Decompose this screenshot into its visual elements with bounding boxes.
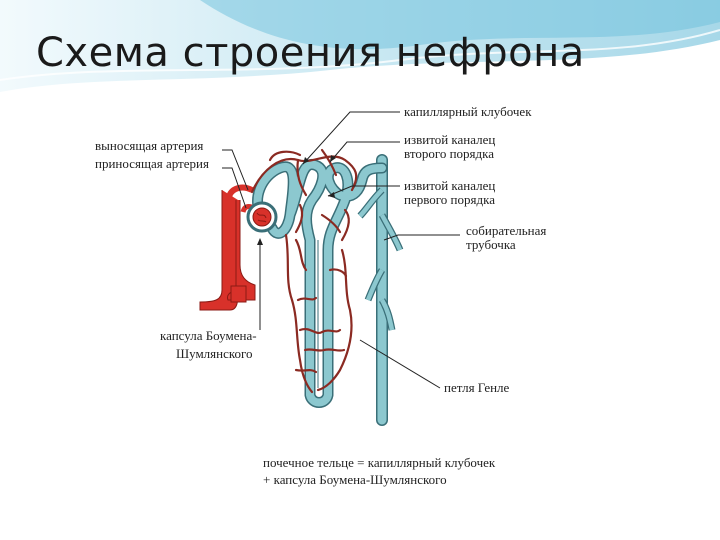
arteries <box>199 184 258 311</box>
label-loop-of-henle: петля Генле <box>444 380 510 395</box>
label-proximal-tubule-line2: первого порядка <box>404 192 495 207</box>
label-distal-tubule-line1: извитой каналец <box>404 132 495 147</box>
tubules <box>252 159 388 408</box>
leader-arrowheads <box>257 155 336 245</box>
label-bowman-capsule-line1: капсула Боумена- <box>160 328 257 343</box>
caption-line-1: почечное тельце = капиллярный клубочек <box>263 455 496 470</box>
label-capillary-glomerulus: капиллярный клубочек <box>404 104 532 119</box>
collecting-duct <box>357 154 404 426</box>
label-collecting-duct-line2: трубочка <box>466 237 516 252</box>
label-distal-tubule-line2: второго порядка <box>404 146 494 161</box>
label-efferent-artery: выносящая артерия <box>95 138 203 153</box>
label-proximal-tubule-line1: извитой каналец <box>404 178 495 193</box>
label-collecting-duct-line1: собирательная <box>466 223 546 238</box>
capillary-network <box>250 148 358 394</box>
slide-title: Схема строения нефрона <box>36 30 585 76</box>
label-bowman-capsule-line2: Шумлянского <box>176 346 253 361</box>
caption-line-2: + капсула Боумена-Шумлянского <box>263 472 447 487</box>
label-afferent-artery: приносящая артерия <box>95 156 209 171</box>
renal-corpuscle <box>246 201 278 233</box>
header-wave-decoration <box>0 0 720 92</box>
leader-lines <box>222 111 460 389</box>
diagram-caption: почечное тельце = капиллярный клубочек +… <box>263 454 495 488</box>
